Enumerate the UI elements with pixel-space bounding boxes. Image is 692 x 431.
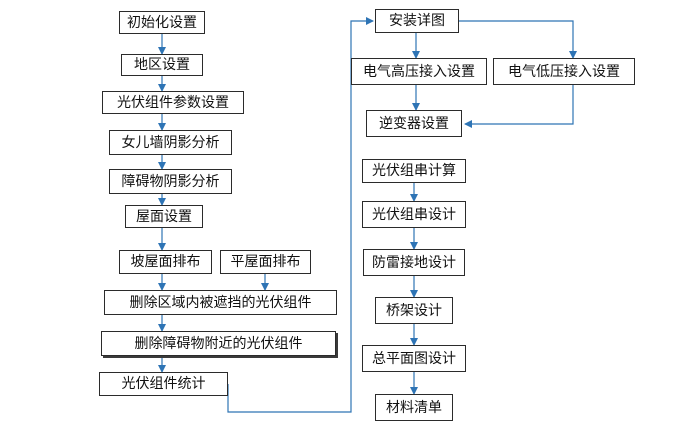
box-slope-layout: 坡屋面排布 xyxy=(119,250,212,274)
box-bridge-design: 桥架设计 xyxy=(375,297,453,324)
arrow-lv-to-inverter xyxy=(464,85,574,128)
arrow-stats-to-install xyxy=(227,17,374,413)
box-flat-layout: 平屋面排布 xyxy=(220,250,311,274)
box-init: 初始化设置 xyxy=(119,11,205,34)
box-pv-stats: 光伏组件统计 xyxy=(99,372,228,396)
box-delete-near-obstacle: 删除障碍物附近的光伏组件 xyxy=(101,331,336,356)
box-inverter: 逆变器设置 xyxy=(366,110,462,137)
box-hv-connect: 电气高压接入设置 xyxy=(351,58,487,85)
box-parapet-shadow: 女儿墙阴影分析 xyxy=(109,130,232,155)
box-obstacle-shadow: 障碍物阴影分析 xyxy=(109,169,232,194)
box-install-detail: 安装详图 xyxy=(375,9,459,33)
box-pv-params: 光伏组件参数设置 xyxy=(102,91,244,114)
box-string-calc: 光伏组串计算 xyxy=(362,159,466,183)
box-delete-in-region: 删除区域内被遮挡的光伏组件 xyxy=(104,290,337,315)
box-materials: 材料清单 xyxy=(375,394,453,421)
box-string-design: 光伏组串设计 xyxy=(362,201,466,228)
box-general-plan: 总平面图设计 xyxy=(362,345,466,372)
box-region: 地区设置 xyxy=(121,54,203,76)
box-roof: 屋面设置 xyxy=(125,205,203,228)
box-lv-connect: 电气低压接入设置 xyxy=(493,58,635,85)
box-lightning-ground: 防雷接地设计 xyxy=(363,249,465,276)
arrow-install-to-lv xyxy=(459,20,577,59)
